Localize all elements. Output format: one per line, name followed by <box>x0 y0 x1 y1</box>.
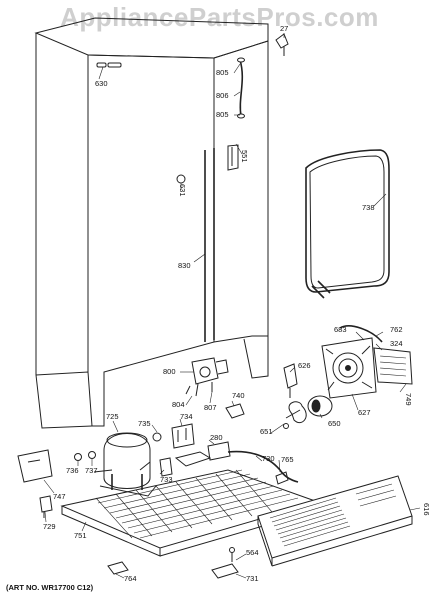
part-label-731: 731 <box>246 574 259 583</box>
part-label-626: 626 <box>298 361 311 370</box>
water-valve-800 <box>185 357 229 397</box>
part-label-630: 630 <box>95 79 108 88</box>
part-label-631: 631 <box>178 184 187 197</box>
clip-740 <box>225 403 245 419</box>
watermark: AppliancePartsPros.com <box>60 2 379 32</box>
part-label-27: 27 <box>280 24 289 33</box>
foot-764 <box>107 561 129 575</box>
part-label-805-upper: 805 <box>216 68 229 77</box>
compressor-725 <box>93 432 157 497</box>
overload-733 <box>159 457 173 477</box>
part-label-737: 737 <box>85 466 98 475</box>
gasket-738 <box>305 149 390 299</box>
part-label-729: 729 <box>43 522 56 531</box>
part-label-324: 324 <box>390 339 403 348</box>
fitting-765 <box>275 471 289 485</box>
art-number: (ART NO. WR17700 C12) <box>6 583 94 592</box>
part-label-627: 627 <box>358 408 371 417</box>
grommet-737 <box>88 451 96 459</box>
part-label-564: 564 <box>246 548 259 557</box>
fan-motor-650 <box>283 395 333 429</box>
foot-731 <box>211 563 239 579</box>
part-label-734: 734 <box>180 412 193 421</box>
fan-bracket-627 <box>321 325 413 399</box>
part-label-683: 683 <box>334 325 347 334</box>
grommet-736 <box>74 453 82 461</box>
part-729 <box>39 495 53 513</box>
thermostat-626 <box>283 363 298 398</box>
part-label-749: 749 <box>404 393 413 406</box>
part-label-740: 740 <box>232 391 245 400</box>
part-label-616: 616 <box>422 503 431 516</box>
part-label-736: 736 <box>66 466 79 475</box>
part-label-735: 735 <box>138 419 151 428</box>
part-label-805-lower: 805 <box>216 110 229 119</box>
leader-lines <box>43 33 421 579</box>
part-label-738: 738 <box>362 203 375 212</box>
part-label-651: 651 <box>260 427 273 436</box>
part-label-765: 765 <box>281 455 294 464</box>
part-label-725: 725 <box>106 412 119 421</box>
part-label-806: 806 <box>216 91 229 100</box>
part-label-733: 733 <box>160 475 173 484</box>
screw-564 <box>229 547 235 562</box>
part-label-764: 764 <box>124 574 137 583</box>
part-label-280: 280 <box>210 433 223 442</box>
part-label-830: 830 <box>178 261 191 270</box>
relay-734 <box>171 423 231 467</box>
part-label-551: 551 <box>240 150 249 163</box>
cover-747 <box>17 449 53 483</box>
part-label-762: 762 <box>390 325 403 334</box>
grommet-735 <box>152 432 162 442</box>
cabinet <box>34 17 289 429</box>
access-cover-616 <box>257 475 413 567</box>
part-label-804: 804 <box>172 400 185 409</box>
part-label-650: 650 <box>328 419 341 428</box>
part-label-807: 807 <box>204 403 217 412</box>
part-label-800: 800 <box>163 367 176 376</box>
part-label-747: 747 <box>53 492 66 501</box>
part-label-730: 730 <box>262 454 275 463</box>
part-label-751: 751 <box>74 531 87 540</box>
